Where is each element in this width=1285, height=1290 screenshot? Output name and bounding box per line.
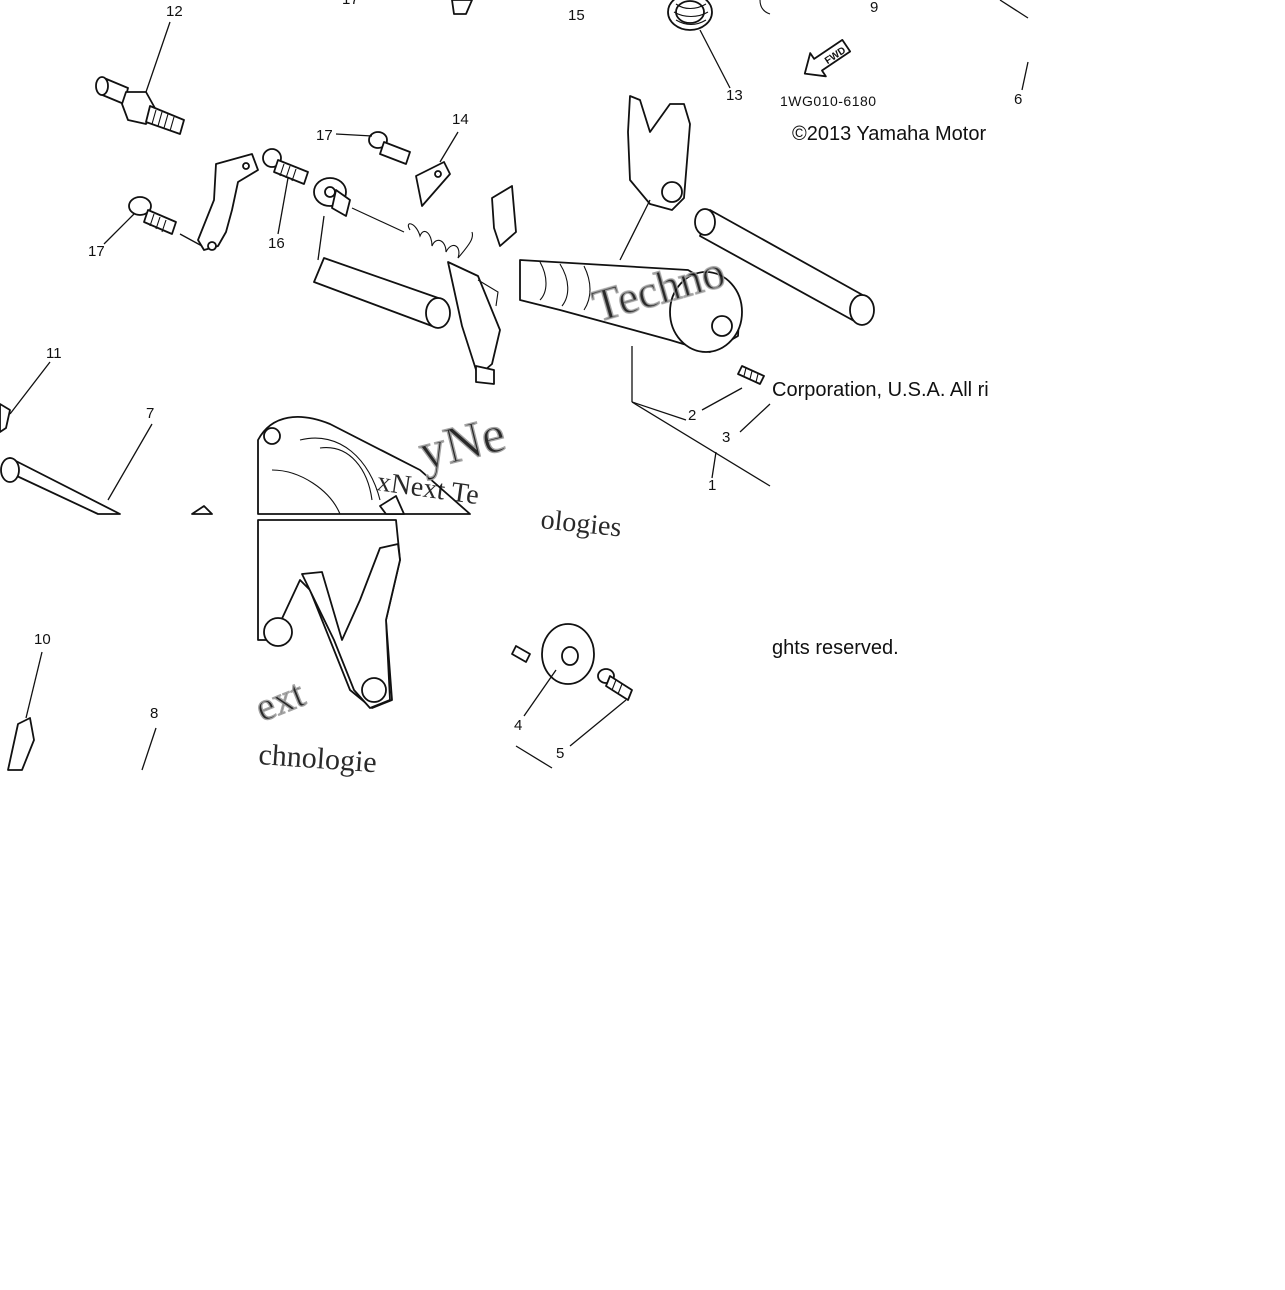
watermark-fragment-d: chnologie: [258, 738, 378, 779]
part-15: [451, 0, 473, 15]
shift-spring: [407, 223, 474, 259]
bolt-16: [262, 148, 309, 235]
bolt-12: [95, 21, 185, 135]
watermark-fragment-c: ologies: [539, 504, 623, 543]
part-label-5: 5: [556, 745, 564, 762]
bolt-17-top: [335, 131, 411, 165]
part-label-9: 9: [870, 0, 878, 16]
part-label-14: 14: [452, 111, 469, 128]
tile-left-middle: [0, 361, 213, 515]
shift-bracket: [197, 153, 259, 251]
screw-5: [597, 668, 633, 701]
shift-shaft: [313, 257, 445, 327]
part-label-17-mid: 17: [316, 127, 333, 144]
part-label-7: 7: [146, 405, 154, 422]
tile-top-left: [95, 21, 517, 385]
part-label-4: 4: [514, 717, 522, 734]
part-10: [7, 717, 35, 771]
drawing-code: 1WG010-6180: [780, 93, 877, 109]
watermark-fragment-f: yNe: [413, 405, 511, 481]
stopper-14: [415, 161, 451, 207]
tile-lower-left: [7, 651, 157, 771]
part-number-labels: 12 17 15 9 13 6 14 17 16 17 11 7 2 3 1 1…: [34, 0, 1022, 762]
part-label-11: 11: [46, 345, 62, 362]
part-label-8: 8: [150, 705, 158, 722]
part-label-6: 6: [1014, 91, 1022, 108]
part-label-15: 15: [568, 7, 585, 24]
tile-lower-center: [257, 519, 401, 709]
tile-top-right: FWD: [451, 0, 1029, 326]
fwd-arrow-icon: FWD: [803, 38, 852, 78]
copyright-line-3: ghts reserved.: [772, 637, 899, 659]
watermark-fragment-e: ext: [249, 670, 311, 730]
part-label-17-top: 17: [342, 0, 359, 8]
shift-lever: [447, 261, 501, 377]
part-label-13: 13: [726, 87, 743, 104]
tile-top-middle: [519, 95, 771, 487]
part-label-1: 1: [708, 477, 716, 494]
part-label-3: 3: [722, 429, 730, 446]
copyright-line-2: Corporation, U.S.A. All ri: [772, 379, 989, 401]
bolt-17-left: [103, 196, 177, 245]
part-label-16: 16: [268, 235, 285, 252]
tile-center: [257, 416, 471, 515]
part-label-17-left: 17: [88, 243, 105, 260]
part-label-12: 12: [166, 3, 183, 20]
part-label-10: 10: [34, 631, 51, 648]
copyright-line-1: ©2013 Yamaha Motor: [792, 123, 986, 145]
guide-bar-7: [3, 457, 121, 515]
part-label-2: 2: [688, 407, 696, 424]
tile-lower-middle: [511, 623, 633, 769]
